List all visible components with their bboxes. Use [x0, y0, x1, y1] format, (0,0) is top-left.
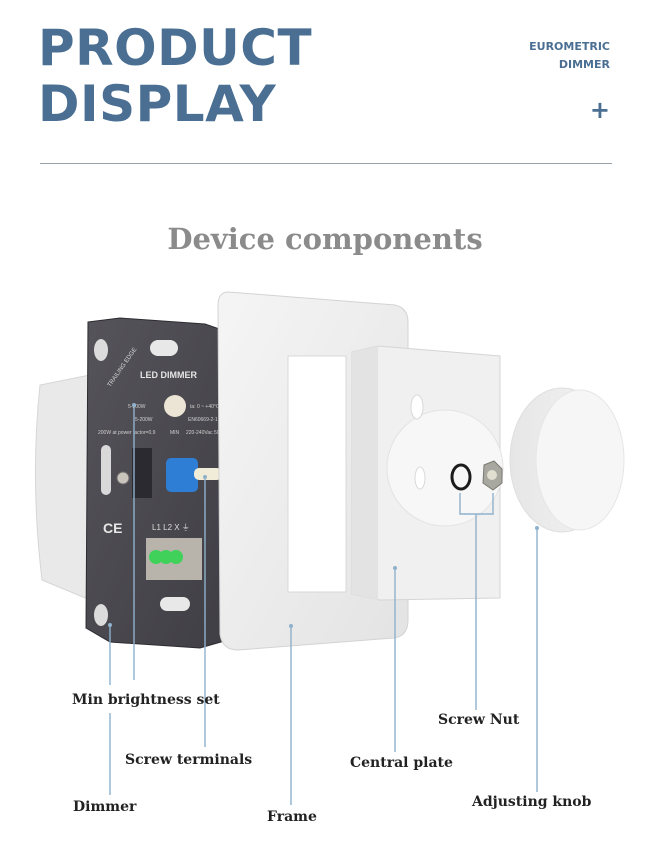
brand-line-1: EUROMETRIC: [529, 40, 610, 53]
terminal-labels: L1 L2 X ⏚: [152, 523, 190, 532]
label-dimmer: Dimmer: [73, 799, 137, 815]
brand-name: EUROMETRIC DIMMER: [529, 38, 610, 74]
header-divider: [40, 163, 612, 164]
central-plate: [351, 345, 504, 601]
spec-volt: 220-240Vac 50: [186, 430, 220, 436]
spec-std: EN60669-2-1: [188, 417, 218, 423]
plus-icon: +: [589, 96, 610, 124]
label-min-brightness: Min brightness set: [72, 692, 220, 708]
section-title: Device components: [167, 222, 483, 256]
spec-min: MIN: [170, 430, 180, 436]
label-adjusting-knob: Adjusting knob: [472, 794, 592, 810]
ce-mark: CE: [103, 520, 122, 536]
label-screw-terminals: Screw terminals: [125, 752, 253, 768]
title-line-1: PRODUCT: [38, 19, 313, 77]
title-line-2: DISPLAY: [38, 75, 277, 133]
adjusting-knob: [509, 387, 625, 533]
label-frame: Frame: [267, 809, 317, 825]
led-dimmer-text: LED DIMMER: [140, 370, 197, 380]
dimmer-module: LED DIMMER TRAILING EDGE 5-200W ta: 0 ~ …: [85, 317, 229, 649]
washer-ring: [450, 463, 472, 491]
spec-line-3: 200W at power factor=0.9: [98, 430, 156, 436]
label-screw-nut: Screw Nut: [438, 712, 520, 728]
leader-lines: [108, 403, 539, 805]
label-central-plate: Central plate: [350, 755, 453, 771]
page-title: PRODUCT DISPLAY: [38, 20, 312, 132]
spec-line-1: 5-200W: [128, 404, 146, 410]
spec-line-2: 5-200W: [135, 417, 153, 423]
brand-line-2: DIMMER: [558, 58, 610, 71]
dimmer-housing: [34, 374, 91, 601]
spec-temp: ta: 0 ~ +40°C: [190, 404, 220, 410]
